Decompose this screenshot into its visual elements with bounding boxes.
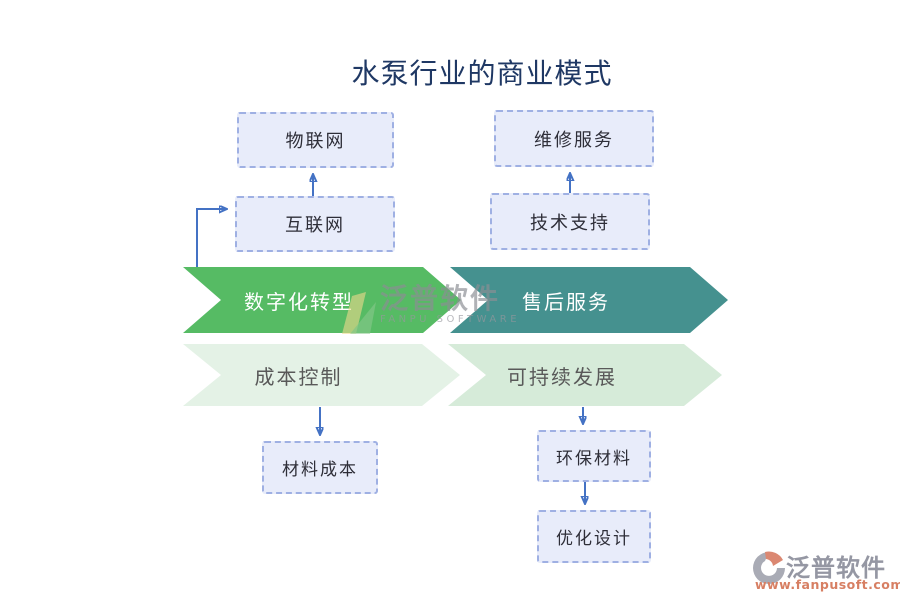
chevron-sustain-label: 可持续发展 bbox=[507, 364, 617, 389]
chevron-cost-label: 成本控制 bbox=[254, 364, 343, 389]
footer-logo-url: www.fanpusoft.com bbox=[755, 577, 900, 592]
node-material-cost: 材料成本 bbox=[262, 441, 378, 494]
node-internet: 互联网 bbox=[235, 196, 395, 252]
node-repair-service: 维修服务 bbox=[494, 110, 654, 167]
node-support-label: 技术支持 bbox=[530, 212, 610, 234]
footer-logo: 泛普软件 www.fanpusoft.com bbox=[746, 548, 900, 596]
node-material-cost-label: 材料成本 bbox=[282, 460, 358, 480]
chevron-after-sales-service: 售后服务 bbox=[450, 267, 728, 333]
connector-digital-to-internet bbox=[196, 209, 226, 268]
node-eco-material-label: 环保材料 bbox=[556, 448, 632, 469]
chevron-digital-label: 数字化转型 bbox=[244, 289, 354, 314]
node-iot: 物联网 bbox=[237, 112, 394, 168]
chevron-sustainable-development: 可持续发展 bbox=[448, 344, 722, 406]
chevron-digital-transformation: 数字化转型 bbox=[183, 267, 461, 333]
node-optimized-label: 优化设计 bbox=[556, 529, 632, 549]
node-optimized-design: 优化设计 bbox=[537, 510, 651, 563]
chevron-cost-control: 成本控制 bbox=[183, 344, 460, 406]
node-iot-label: 物联网 bbox=[285, 131, 346, 152]
chevron-aftersales-label: 售后服务 bbox=[522, 289, 610, 314]
fanpu-logo-icon bbox=[753, 551, 785, 584]
node-eco-material: 环保材料 bbox=[537, 430, 651, 482]
node-repair-label: 维修服务 bbox=[534, 129, 614, 151]
footer-logo-name: 泛普软件 bbox=[786, 554, 886, 582]
node-internet-label: 互联网 bbox=[285, 215, 345, 236]
diagram-title: 水泵行业的商业模式 bbox=[351, 57, 613, 90]
node-technical-support: 技术支持 bbox=[490, 193, 650, 250]
